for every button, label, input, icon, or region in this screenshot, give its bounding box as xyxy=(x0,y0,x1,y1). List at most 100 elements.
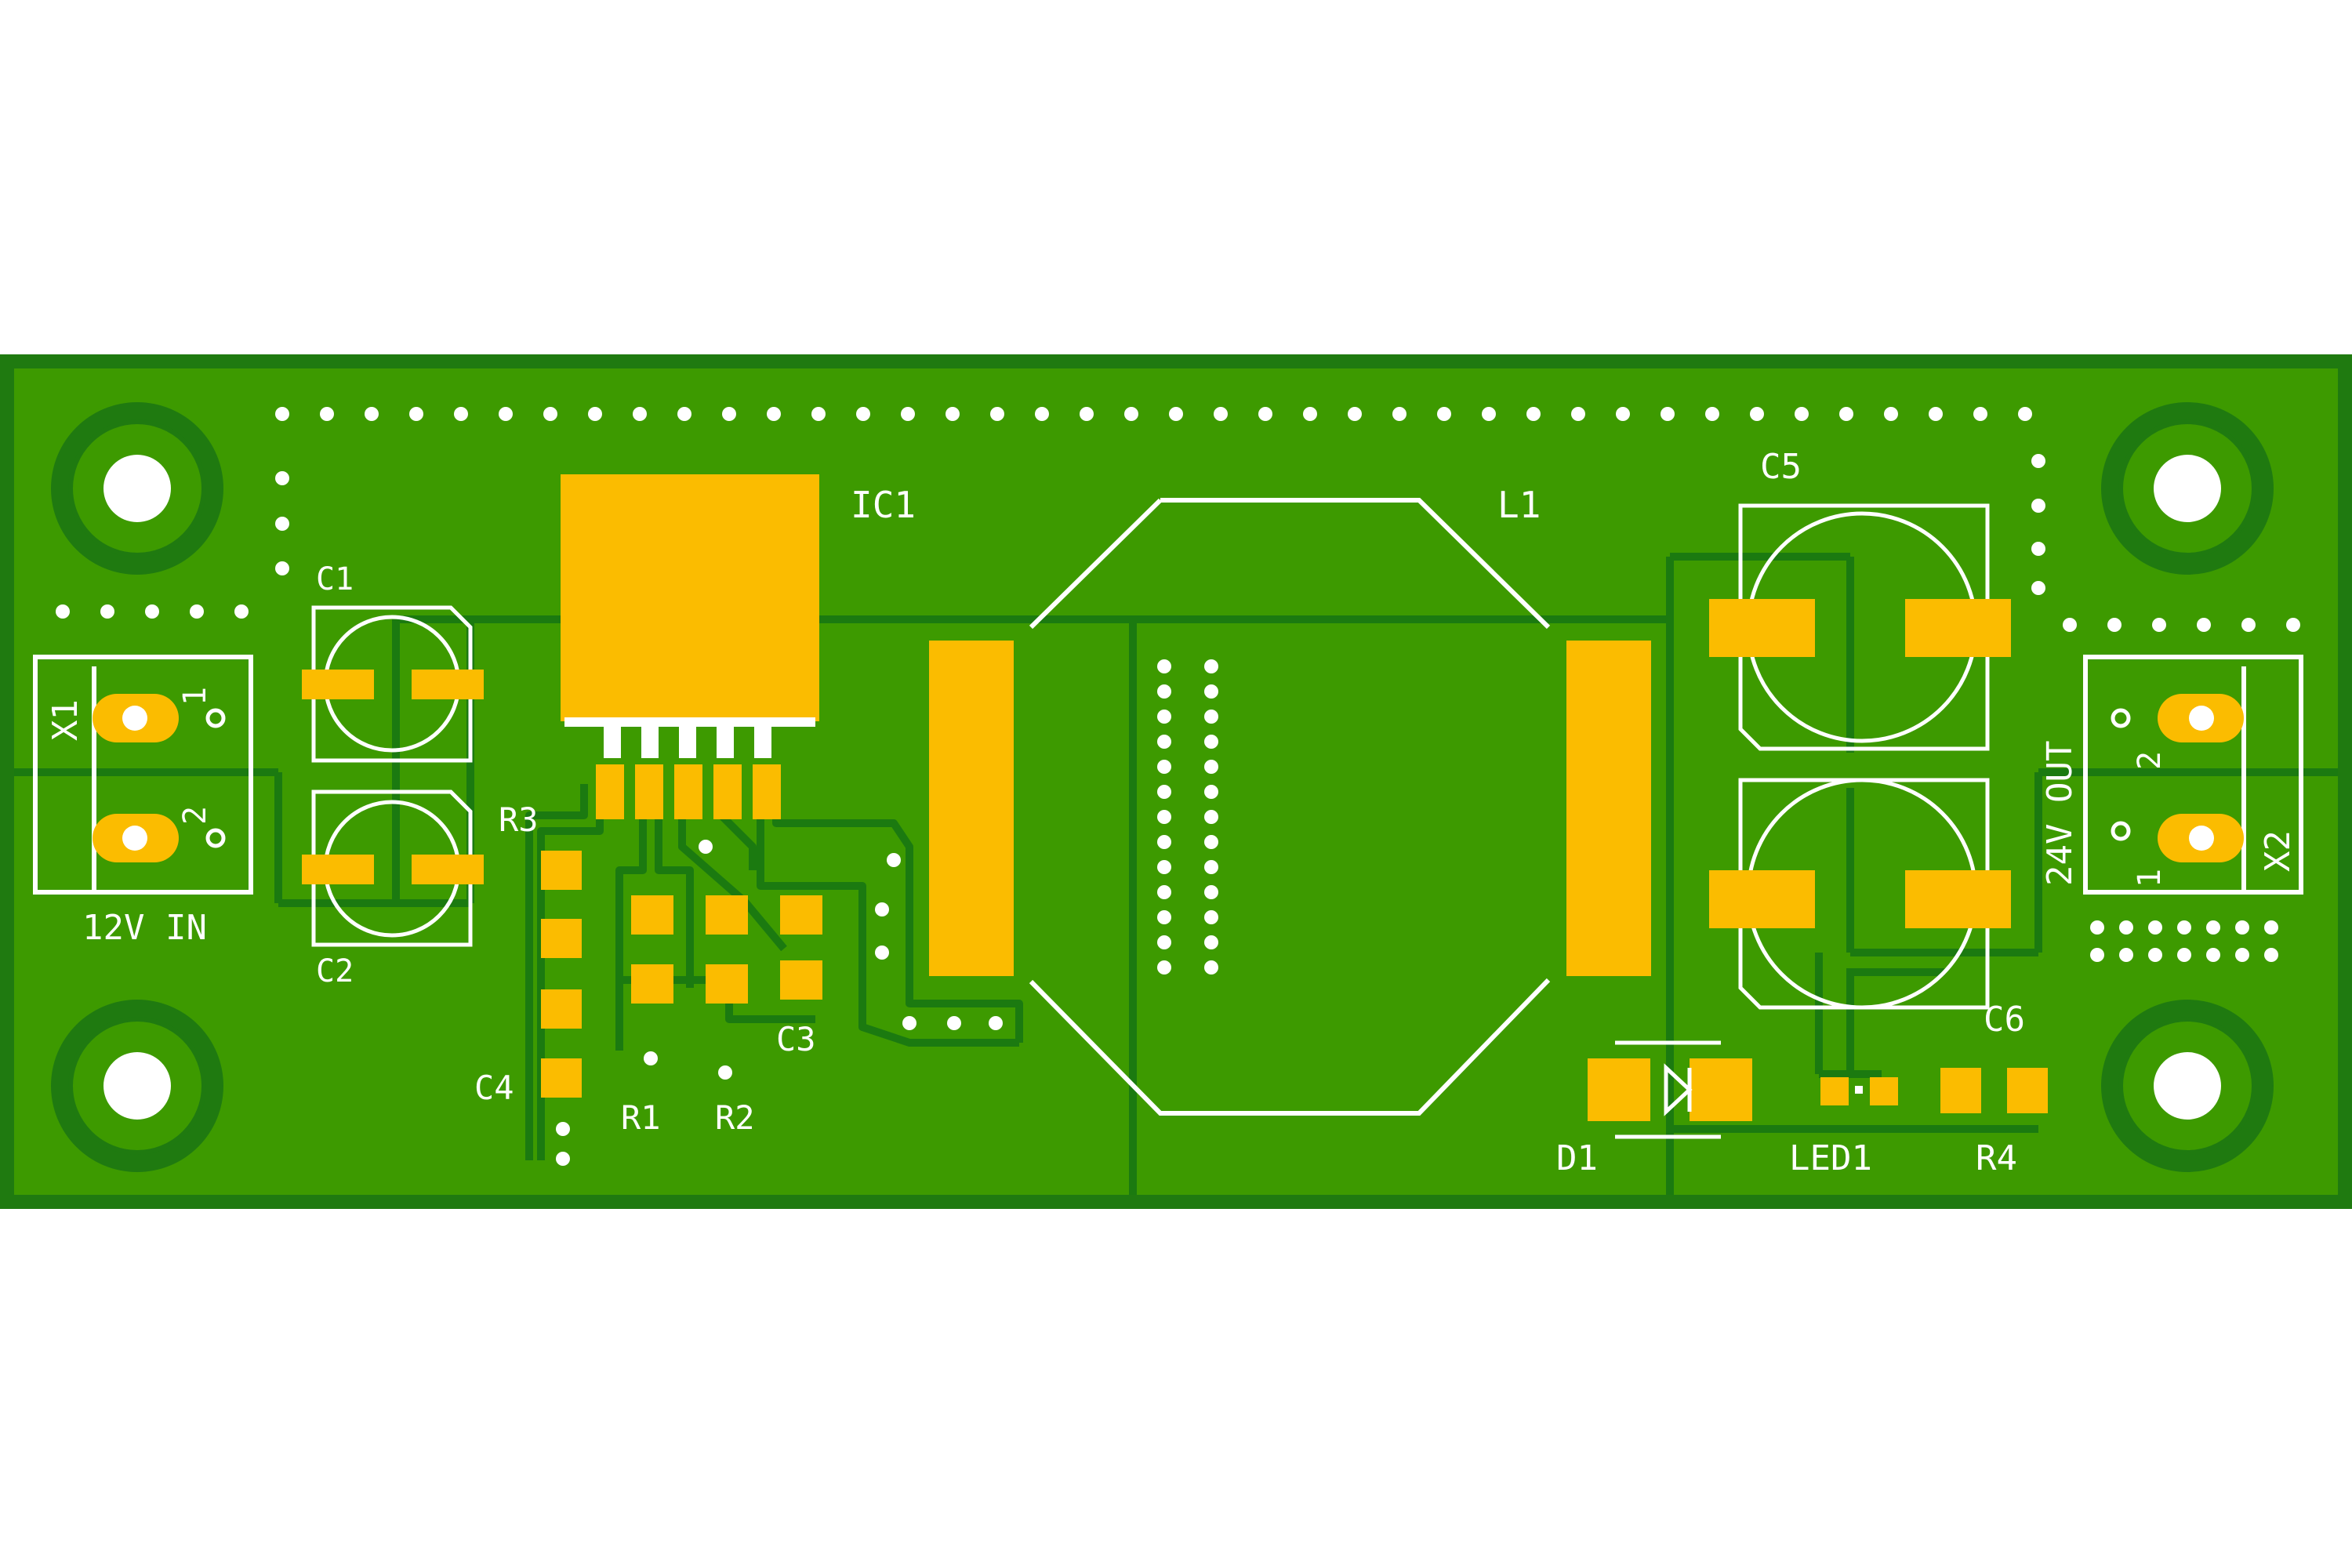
via-hole xyxy=(1080,407,1094,421)
led1-refdes: LED1 xyxy=(1789,1138,1872,1178)
via-hole xyxy=(1973,407,1987,421)
via-hole xyxy=(275,407,289,421)
ic1-tab-pad xyxy=(561,474,819,721)
via-hole xyxy=(1705,407,1719,421)
connector-x1: X1 1 2 12V IN xyxy=(33,655,253,948)
inductor-l1: L1 xyxy=(929,484,1651,1116)
ic1-pin-2 xyxy=(635,764,663,819)
mounting-holes xyxy=(51,402,2274,1172)
via-hole xyxy=(722,407,736,421)
via-hole xyxy=(1214,407,1228,421)
regulator-ic1: IC1 xyxy=(561,474,916,819)
r1-pad-1 xyxy=(631,895,673,935)
via-hole xyxy=(1884,407,1898,421)
via-hole xyxy=(190,604,204,619)
r3-pad-1 xyxy=(541,851,582,890)
via-hole xyxy=(275,471,289,485)
via-hole xyxy=(2018,407,2032,421)
via-hole xyxy=(1571,407,1585,421)
via-hole xyxy=(2031,581,2045,595)
r1-pad-2 xyxy=(631,964,673,1004)
via-hole xyxy=(1157,910,1171,924)
via-hole xyxy=(2177,948,2191,962)
via-hole xyxy=(1204,935,1218,949)
c5-pad-2 xyxy=(1905,599,2011,657)
via-hole xyxy=(1157,785,1171,799)
via-hole xyxy=(2235,920,2249,935)
led-led1: LED1 xyxy=(1789,1077,1898,1178)
via-hole xyxy=(2152,618,2166,632)
via-hole xyxy=(1204,885,1218,899)
r2-pad-2 xyxy=(706,964,748,1004)
x2-pin2-label: 2 xyxy=(2132,751,2168,770)
via-hole xyxy=(2031,454,2045,468)
via-hole xyxy=(1124,407,1138,421)
via-hole xyxy=(2206,920,2220,935)
ic1-pin-4 xyxy=(713,764,742,819)
via-hole xyxy=(2119,948,2133,962)
via-hole xyxy=(699,840,713,854)
via-hole xyxy=(2241,618,2256,632)
via-hole xyxy=(2107,618,2122,632)
via-hole xyxy=(1157,860,1171,874)
via-hole xyxy=(2197,618,2211,632)
l1-pad-2 xyxy=(1566,641,1651,976)
led1-pad-1 xyxy=(1820,1077,1849,1105)
r2-refdes: R2 xyxy=(715,1098,755,1137)
resistor-r4: R4 xyxy=(1940,1068,2048,1178)
via-hole xyxy=(1482,407,1496,421)
d1-pad-2 xyxy=(1690,1058,1752,1121)
c6-pad-2 xyxy=(1905,870,2011,928)
r3-pad-2 xyxy=(541,919,582,958)
c1-pad-1 xyxy=(302,670,374,699)
via-hole xyxy=(1204,910,1218,924)
via-hole xyxy=(2206,948,2220,962)
via-hole xyxy=(677,407,691,421)
via-hole xyxy=(875,902,889,916)
x1-pin2-label: 2 xyxy=(177,806,213,825)
via-hole xyxy=(1616,407,1630,421)
c4-pad-2 xyxy=(541,1058,582,1098)
x1-pin1-label: 1 xyxy=(177,687,213,706)
via-hole xyxy=(499,407,513,421)
via-hole xyxy=(1204,810,1218,824)
x2-refdes: X2 xyxy=(2258,830,2298,872)
capacitor-c6: C6 xyxy=(1709,778,2025,1040)
via-hole xyxy=(556,1122,570,1136)
r4-refdes: R4 xyxy=(1976,1138,2017,1178)
via-hole xyxy=(2177,920,2191,935)
c5-pad-1 xyxy=(1709,599,1815,657)
via-hole xyxy=(2031,499,2045,513)
r1-refdes: R1 xyxy=(621,1098,661,1137)
via-hole xyxy=(1204,785,1218,799)
via-hole xyxy=(1204,710,1218,724)
via-hole xyxy=(1157,735,1171,749)
capacitor-c1: C1 xyxy=(302,561,484,763)
via-hole xyxy=(2264,920,2278,935)
via-hole xyxy=(1750,407,1764,421)
via-hole xyxy=(275,561,289,575)
c1-pad-2 xyxy=(412,670,484,699)
via-hole xyxy=(2148,948,2162,962)
via-hole xyxy=(1157,935,1171,949)
via-hole xyxy=(2090,948,2104,962)
c4-pad-1 xyxy=(541,989,582,1029)
via-hole xyxy=(2090,920,2104,935)
via-hole xyxy=(1437,407,1451,421)
via-hole xyxy=(275,517,289,531)
led1-pad-2 xyxy=(1870,1077,1898,1105)
via-hole xyxy=(947,1016,961,1030)
resistor-r3-capacitor-c4 xyxy=(541,851,582,1098)
via-hole xyxy=(989,1016,1003,1030)
c3-pad-1 xyxy=(780,895,822,935)
via-hole xyxy=(1035,407,1049,421)
c5-refdes: C5 xyxy=(1760,447,1802,487)
via-hole xyxy=(644,1051,658,1065)
c2-pad-2 xyxy=(412,855,484,884)
via-hole xyxy=(1157,659,1171,673)
via-hole xyxy=(2148,920,2162,935)
via-hole xyxy=(145,604,159,619)
via-hole xyxy=(100,604,114,619)
via-hole xyxy=(875,946,889,960)
via-hole xyxy=(1303,407,1317,421)
